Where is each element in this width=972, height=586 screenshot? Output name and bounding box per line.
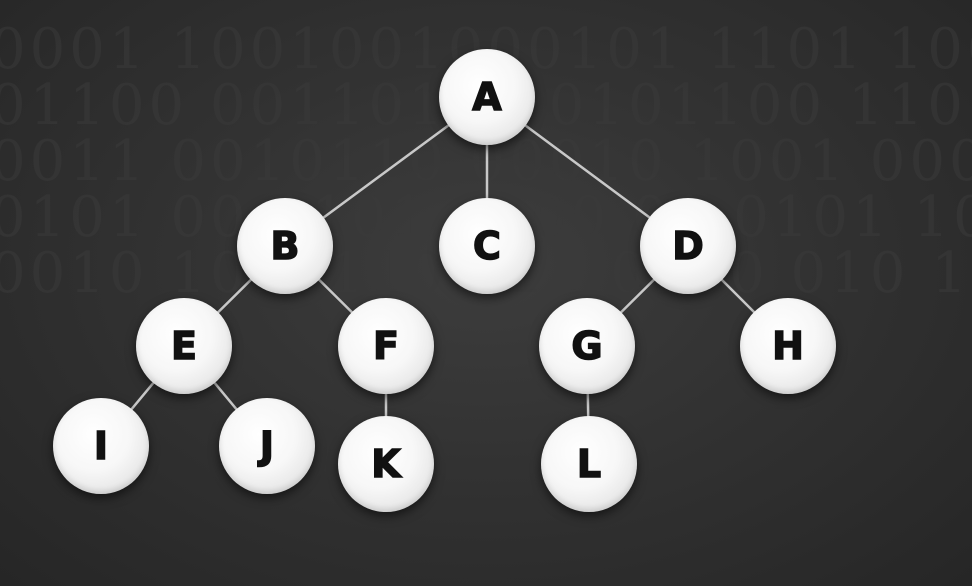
node-e: E — [136, 298, 232, 394]
node-label: K — [371, 442, 402, 486]
node-j: J — [219, 398, 315, 494]
node-g: G — [539, 298, 635, 394]
node-label: I — [93, 424, 109, 468]
node-c: C — [439, 198, 535, 294]
node-label: H — [771, 324, 804, 368]
node-f: F — [338, 298, 434, 394]
node-b: B — [237, 198, 333, 294]
node-label: G — [571, 324, 604, 368]
node-label: E — [170, 324, 197, 368]
node-label: L — [576, 442, 602, 486]
node-i: I — [53, 398, 149, 494]
node-label: B — [270, 224, 300, 268]
node-label: D — [671, 224, 704, 268]
node-label: C — [472, 224, 501, 268]
node-label: F — [372, 324, 399, 368]
node-label: J — [259, 424, 275, 468]
node-h: H — [740, 298, 836, 394]
node-label: A — [472, 75, 503, 119]
node-k: K — [338, 416, 434, 512]
node-d: D — [640, 198, 736, 294]
node-l: L — [541, 416, 637, 512]
node-a: A — [439, 49, 535, 145]
